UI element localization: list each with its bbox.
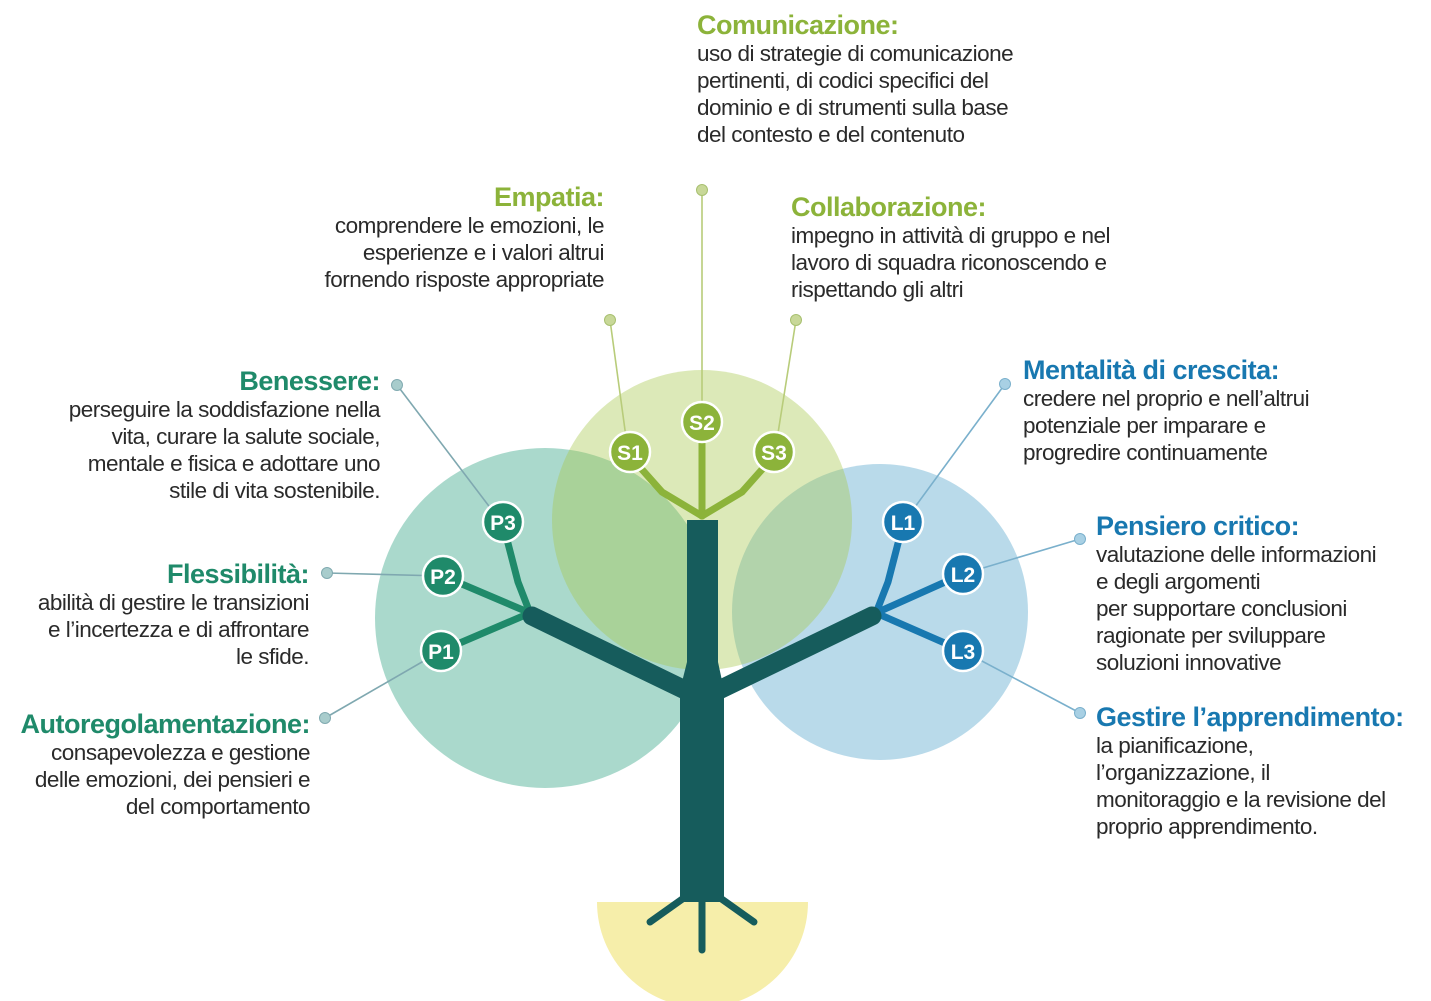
node-s3: S3	[752, 430, 796, 474]
label-title: Collaborazione:	[791, 192, 987, 222]
label-line: le sfide.	[235, 644, 310, 669]
svg-text:L3: L3	[951, 641, 976, 664]
label-line: fornendo risposte appropriate	[324, 267, 605, 292]
label-title: Comunicazione:	[697, 10, 899, 40]
label-line: rispettando gli altri	[791, 277, 964, 302]
node-s1: S1	[608, 430, 652, 474]
svg-text:P3: P3	[490, 512, 516, 535]
label-line: monitoraggio e la revisione del	[1096, 787, 1386, 812]
label-line: mentale e fisica e adottare uno	[87, 451, 381, 476]
label-line: stile di vita sostenibile.	[169, 478, 380, 503]
node-p2: P2	[421, 554, 465, 598]
svg-text:L2: L2	[951, 564, 976, 587]
svg-text:S3: S3	[761, 442, 787, 465]
label-line: valutazione delle informazioni	[1096, 542, 1377, 567]
label-pensiero-critico: Pensiero critico: valutazione delle info…	[1096, 511, 1377, 676]
label-title: Autoregolamentazione:	[20, 709, 310, 739]
node-l3: L3	[941, 629, 985, 673]
label-line: pertinenti, di codici specifici del	[697, 68, 989, 93]
label-gestire-apprendimento: Gestire l’apprendimento: la pianificazio…	[1096, 702, 1404, 840]
label-mentalita: Mentalità di crescita: credere nel propr…	[1023, 355, 1310, 466]
label-comunicazione: Comunicazione: uso di strategie di comun…	[697, 10, 1014, 148]
label-line: progredire continuamente	[1023, 440, 1268, 465]
label-title: Gestire l’apprendimento:	[1096, 702, 1404, 732]
node-s2: S2	[680, 400, 724, 444]
label-line: potenziale per imparare e	[1023, 413, 1266, 438]
label-line: proprio apprendimento.	[1096, 814, 1318, 839]
label-line: soluzioni innovative	[1096, 650, 1282, 675]
label-line: comprendere le emozioni, le	[334, 213, 605, 238]
label-line: dominio e di strumenti sulla base	[697, 95, 1009, 120]
label-line: ragionate per sviluppare	[1096, 623, 1326, 648]
label-line: uso di strategie di comunicazione	[697, 41, 1014, 66]
label-line: impegno in attività di gruppo e nel	[791, 223, 1110, 248]
label-benessere: Benessere: perseguire la soddisfazione n…	[68, 366, 381, 504]
label-line: del comportamento	[125, 794, 311, 819]
label-title: Pensiero critico:	[1096, 511, 1300, 541]
label-autoregolamentazione: Autoregolamentazione: consapevolezza e g…	[20, 709, 310, 820]
node-p1: P1	[419, 629, 463, 673]
label-line: consapevolezza e gestione	[51, 740, 310, 765]
label-line: abilità di gestire le transizioni	[37, 590, 310, 615]
svg-text:S1: S1	[617, 442, 643, 465]
label-line: delle emozioni, dei pensieri e	[34, 767, 311, 792]
label-line: la pianificazione,	[1096, 733, 1254, 758]
leader-dots	[319, 184, 1086, 724]
label-title: Mentalità di crescita:	[1023, 355, 1280, 385]
label-line: e l’incertezza e di affrontare	[48, 617, 310, 642]
label-line: credere nel proprio e nell’altrui	[1023, 386, 1310, 411]
tree-trunk	[522, 520, 882, 954]
label-flessibilita: Flessibilità: abilità di gestire le tran…	[37, 559, 310, 670]
label-title: Benessere:	[239, 366, 380, 396]
label-title: Empatia:	[493, 182, 605, 212]
svg-text:P1: P1	[428, 641, 454, 664]
node-l2: L2	[941, 552, 985, 596]
label-line: del contesto e del contenuto	[697, 122, 965, 147]
node-l1: L1	[881, 500, 925, 544]
label-line: vita, curare la salute sociale,	[111, 424, 381, 449]
label-line: esperienze e i valori altrui	[362, 240, 605, 265]
label-line: l’organizzazione, il	[1096, 760, 1270, 785]
label-line: e degli argomenti	[1096, 569, 1261, 594]
label-empatia: Empatia: comprendere le emozioni, le esp…	[324, 182, 605, 293]
svg-text:S2: S2	[689, 412, 715, 435]
node-p3: P3	[481, 500, 525, 544]
label-collaborazione: Collaborazione: impegno in attività di g…	[791, 192, 1110, 303]
label-line: lavoro di squadra riconoscendo e	[791, 250, 1107, 275]
label-line: per supportare conclusioni	[1096, 596, 1347, 621]
label-title: Flessibilità:	[166, 559, 310, 589]
svg-text:P2: P2	[430, 566, 456, 589]
svg-text:L1: L1	[891, 512, 916, 535]
label-line: perseguire la soddisfazione nella	[68, 397, 381, 422]
